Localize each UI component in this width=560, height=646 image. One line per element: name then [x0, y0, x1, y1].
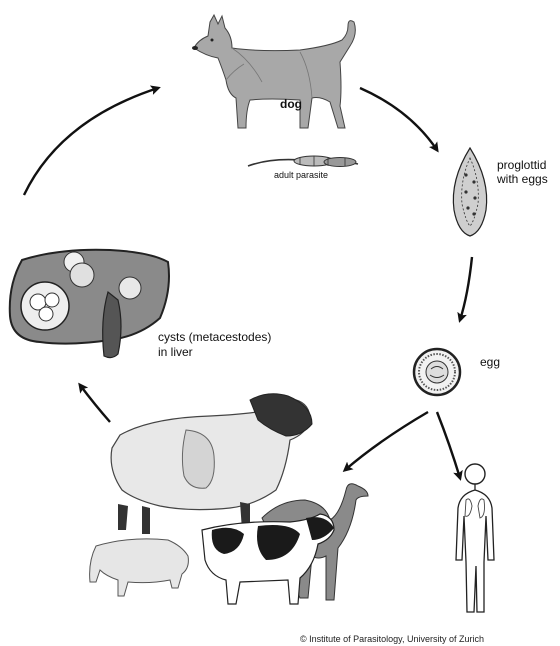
egg-label: egg: [480, 355, 500, 369]
dog-label: dog: [280, 97, 302, 111]
cysts-label-line1: cysts (metacestodes): [158, 330, 271, 344]
arrow-egg-to-animals: [345, 412, 428, 470]
arrow-animals-to-liver: [80, 385, 110, 422]
adult-parasite-label: adult parasite: [274, 170, 328, 180]
pig-illustration: [90, 539, 189, 596]
human-figure-icon: [456, 464, 494, 612]
proglottid-icon: [453, 148, 486, 236]
proglottid-label-line2: with eggs: [497, 172, 548, 186]
proglottid-label-line1: proglottid: [497, 158, 546, 172]
arrow-egg-to-human: [437, 412, 460, 478]
egg-icon: [414, 349, 460, 395]
arrow-dog-to-proglottid: [360, 88, 437, 150]
dog-illustration: [192, 15, 355, 128]
adult-parasite-icon: [248, 156, 358, 167]
cysts-label-line2: in liver: [158, 345, 193, 359]
arrow-liver-to-dog: [24, 88, 158, 195]
copyright-credit: © Institute of Parasitology, University …: [300, 634, 484, 644]
cow-illustration: [202, 514, 334, 604]
liver-with-cysts-icon: [10, 250, 169, 358]
arrow-proglottid-to-egg: [460, 257, 472, 320]
